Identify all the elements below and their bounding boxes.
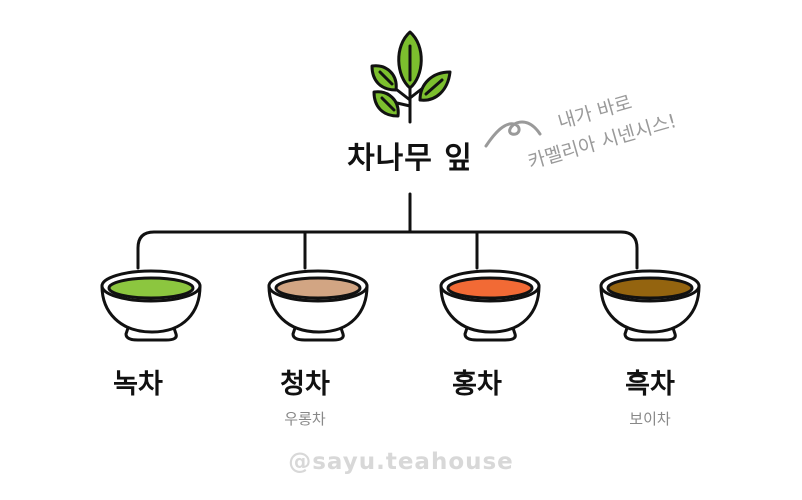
tea-name-dark: 흑차 bbox=[625, 369, 675, 400]
tea-leaf-branch-icon bbox=[362, 28, 458, 124]
tree-connector bbox=[136, 192, 639, 270]
watermark: @sayu.teahouse bbox=[288, 449, 514, 475]
tea-subtitle-dark: 보이차 bbox=[629, 410, 671, 428]
annotation-arrow-icon bbox=[482, 116, 542, 150]
oolong-tea-cup-icon bbox=[263, 262, 373, 342]
dark-tea-cup-icon bbox=[595, 262, 705, 342]
green-tea-cup-icon bbox=[96, 262, 206, 342]
tea-name-black: 홍차 bbox=[452, 369, 502, 400]
tea-name-green: 녹차 bbox=[113, 369, 163, 400]
black-tea-cup-icon bbox=[435, 262, 545, 342]
root-title: 차나무 잎 bbox=[347, 141, 473, 176]
tea-subtitle-oolong: 우롱차 bbox=[284, 410, 326, 428]
tea-name-oolong: 청차 bbox=[280, 369, 330, 400]
